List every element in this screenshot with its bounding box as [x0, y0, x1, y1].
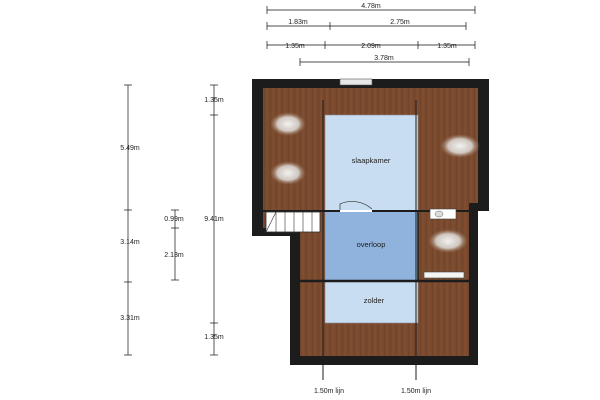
dim-left-small-1: 0.99m [164, 216, 184, 223]
stair [265, 211, 321, 233]
dim-top-r3-b: 2.09m [361, 43, 381, 50]
dim-top-r2-b: 2.75m [390, 19, 410, 26]
label-slaapkamer: slaapkamer [352, 156, 391, 165]
roof-window [339, 78, 373, 86]
label-zolder: zolder [364, 296, 385, 305]
dim-top-r4: 3.78m [374, 55, 394, 62]
left-dimensions [124, 84, 218, 356]
label-line-left: 1.50m lijn [314, 388, 344, 395]
dim-left-inner-1: 1.35m [204, 97, 224, 104]
top-dimensions [266, 6, 476, 66]
dim-top-r3-c: 1.35m [437, 43, 457, 50]
label-line-right: 1.50m lijn [401, 388, 431, 395]
furniture-blur-4 [428, 229, 468, 253]
door-swing [339, 201, 373, 212]
radiator [423, 271, 465, 279]
furniture-blur-1 [270, 112, 306, 136]
room-slaapkamer [324, 114, 419, 212]
dim-left-outer-3: 3.31m [120, 315, 140, 322]
furniture-blur-2 [270, 161, 306, 185]
dim-top-r2-a: 1.83m [288, 19, 308, 26]
dim-left-outer-2: 3.14m [120, 239, 140, 246]
furniture-blur-3 [440, 134, 480, 158]
dim-left-small-2: 2.13m [164, 252, 184, 259]
washbasin [429, 208, 457, 220]
dim-left-inner-2: 9.41m [204, 216, 224, 223]
dim-left-inner-3: 1.35m [204, 334, 224, 341]
dim-left-outer-1: 5.49m [120, 145, 140, 152]
dim-top-total: 4.78m [361, 3, 381, 10]
label-overloop: overloop [357, 240, 386, 249]
dim-top-r3-a: 1.35m [285, 43, 305, 50]
